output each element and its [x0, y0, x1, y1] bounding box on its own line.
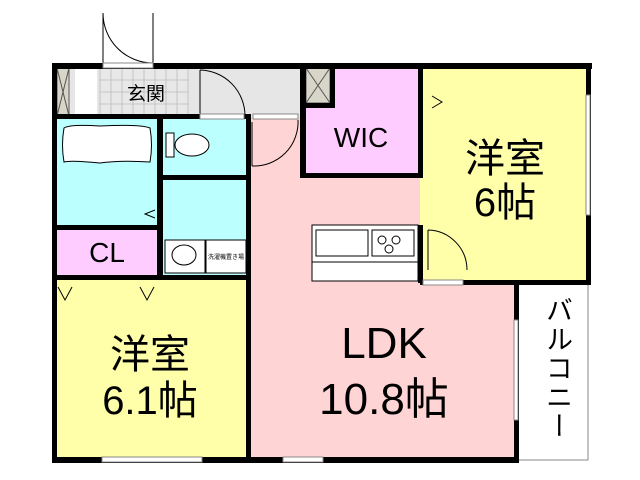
laundry-label: 洗濯機置き場	[208, 253, 244, 261]
western-room-1-label: 洋室	[465, 137, 545, 181]
laundry-space	[205, 239, 247, 274]
wic-label: WIC	[334, 122, 388, 153]
ldk-label: LDK	[341, 319, 427, 368]
western-room-2-label: 洋室	[110, 333, 190, 377]
closet-label: CL	[89, 237, 125, 268]
room-western-1-fill	[420, 66, 590, 284]
room-ldk-fill	[250, 118, 518, 460]
room-closet-fill	[55, 228, 160, 276]
balcony-label: バルコニー	[541, 296, 572, 441]
ldk-size: 10.8帖	[319, 375, 449, 424]
shoe-box	[75, 68, 97, 116]
room-western-2-fill	[55, 278, 248, 460]
bathtub-icon	[62, 124, 152, 164]
windows	[101, 62, 591, 463]
western-room-2-size: 6.1帖	[102, 379, 198, 423]
entrance-tiles	[99, 67, 189, 117]
washbasin-icon	[164, 239, 206, 274]
door-swings	[57, 12, 468, 302]
balcony-fill	[517, 282, 589, 461]
western-room-1-size: 6帖	[474, 181, 536, 225]
toilet-icon	[165, 132, 210, 158]
kitchen-counter	[311, 224, 419, 282]
entrance-label: 玄関	[127, 83, 165, 105]
